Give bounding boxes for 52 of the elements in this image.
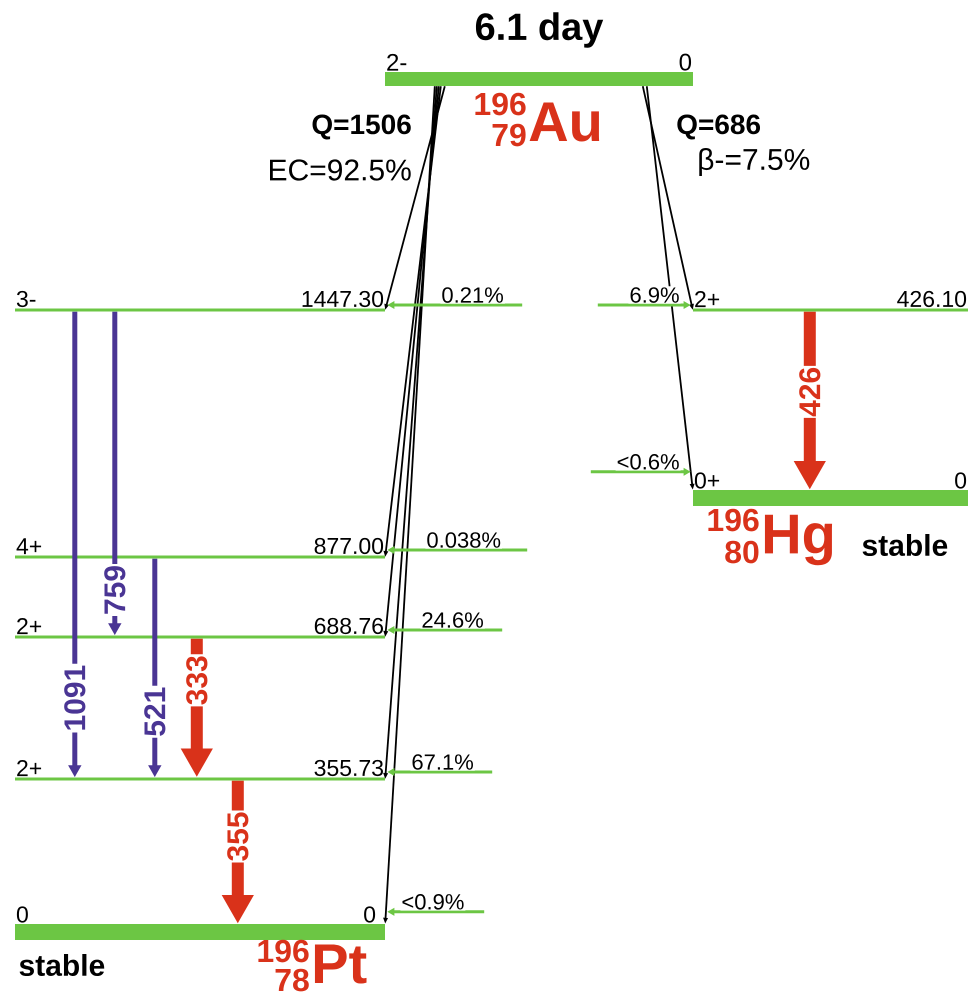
atomic-number: 79 [492, 124, 526, 146]
title: 6.1 day [476, 12, 604, 48]
node-label: 2+ [695, 291, 720, 308]
energy-level: 3- 1447.30 [15, 290, 385, 312]
edge-label: 24.6% [420, 611, 485, 629]
edge-label: 6.9% [628, 286, 681, 304]
node-label: 1447.30 [302, 290, 384, 308]
node-label: 0 [680, 54, 692, 71]
edge-label: 0.21% [440, 286, 505, 304]
node-label: 2- [387, 54, 406, 71]
edge-label: 67.1% [410, 753, 475, 771]
edge-label: <0.9% [400, 893, 466, 911]
edge-label: 333 [185, 654, 208, 706]
mass-number: 196 [475, 92, 526, 116]
atomic-number: 80 [725, 540, 758, 564]
edge-label: <0.6% [616, 453, 681, 471]
node-label: 426.10 [897, 290, 966, 308]
energy-level: 2+ 688.76 [15, 618, 385, 638]
node-label: 355.73 [314, 760, 383, 776]
nuclide-symbol: Hg [764, 514, 832, 566]
q-value-label: Q=1506 [312, 114, 411, 140]
edge-label: 0.038% [425, 531, 502, 549]
node-label: 0 [16, 906, 28, 923]
node-label: 0+ [694, 472, 720, 489]
node-label: 2+ [17, 618, 42, 634]
energy-level: 2+ 355.73 [15, 760, 385, 780]
stable-label: stable [20, 954, 104, 976]
branching-label: EC=92.5% [270, 159, 411, 181]
node-label: 877.00 [314, 538, 384, 554]
mass-number: 196 [708, 508, 759, 532]
edge-label: 521 [143, 686, 166, 738]
node-label: 2+ [17, 760, 42, 776]
energy-level: 0+ 0 [693, 472, 968, 506]
q-value-label: Q=686 [677, 114, 760, 140]
energy-level: 2+ 426.10 [693, 290, 968, 312]
nuclide-symbol: Pt [314, 944, 367, 984]
node-label: 0 [364, 906, 376, 923]
mass-number: 196 [258, 940, 309, 962]
energy-level: 0 0 [15, 906, 385, 940]
energy-level: 2- 0 [385, 54, 693, 86]
branching-label: β-=7.5% [699, 148, 810, 176]
edge-label: 1091 [63, 664, 86, 733]
node-label: 0 [955, 472, 966, 489]
stable-label: stable [862, 534, 948, 556]
nuclide-symbol: Au [530, 102, 600, 142]
edge-label: 759 [103, 564, 126, 616]
energy-level: 4+ 877.00 [15, 538, 385, 558]
node-label: 3- [16, 290, 36, 308]
node-label: 4+ [16, 538, 42, 554]
edge-label: 426 [798, 366, 822, 418]
node-label: 688.76 [314, 618, 383, 634]
edge-label: 355 [226, 810, 250, 863]
